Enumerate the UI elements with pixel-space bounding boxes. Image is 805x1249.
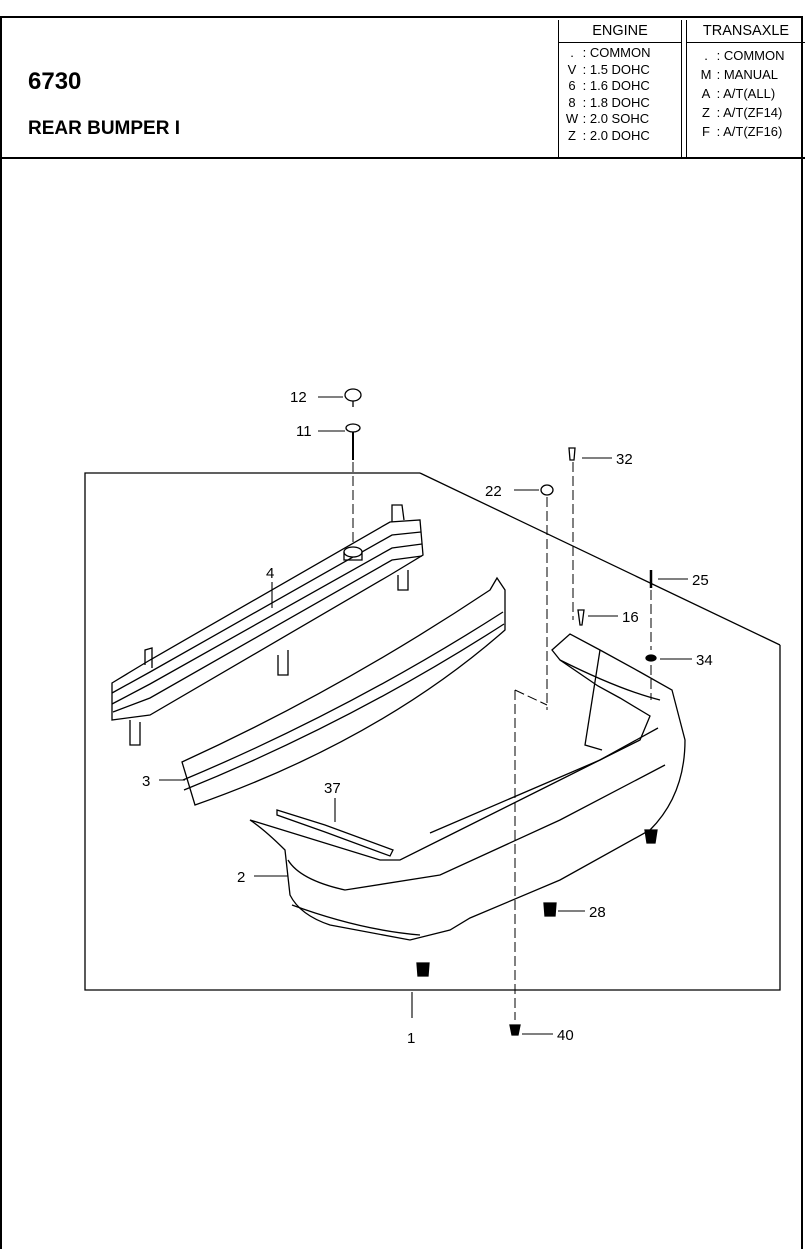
callout-32: 32 xyxy=(616,451,633,468)
callout-1: 1 xyxy=(407,1030,415,1047)
part-number: 6730 xyxy=(28,68,82,95)
energy-absorber-part xyxy=(181,576,506,806)
callout-11: 11 xyxy=(296,423,312,440)
engine-code: Z xyxy=(568,127,576,143)
leader-lines xyxy=(159,396,692,1035)
title-block: 6730 REAR BUMPER I xyxy=(0,16,805,159)
part-title: REAR BUMPER I xyxy=(28,118,181,139)
engine-row: W : 2.0 SOHC xyxy=(559,111,681,128)
transaxle-desc: : A/T(ZF14) xyxy=(716,105,783,120)
callout-12: 12 xyxy=(290,389,307,406)
engine-desc: : 1.6 DOHC xyxy=(582,78,650,94)
engine-row: V : 1.5 DOHC xyxy=(559,62,681,79)
transaxle-legend: TRANSAXLE . : COMMON M : MANUAL A : A/T(… xyxy=(686,20,805,159)
transaxle-heading: TRANSAXLE xyxy=(687,20,805,43)
screw-16 xyxy=(577,609,585,626)
callout-16: 16 xyxy=(622,609,639,626)
engine-row: . : COMMON xyxy=(559,45,681,62)
engine-row: 6 : 1.6 DOHC xyxy=(559,78,681,95)
transaxle-row: F : A/T(ZF16) xyxy=(687,122,805,141)
transaxle-code: F xyxy=(702,124,710,139)
engine-code: 8 xyxy=(568,94,576,110)
clip-22 xyxy=(540,484,554,496)
transaxle-row: M : MANUAL xyxy=(687,65,805,84)
clip-12 xyxy=(344,388,362,407)
transaxle-desc: : COMMON xyxy=(716,48,785,63)
engine-desc: : 2.0 SOHC xyxy=(582,111,650,127)
nut-28a xyxy=(644,829,658,844)
engine-code: 6 xyxy=(568,78,576,94)
trim-strip-part xyxy=(276,809,394,857)
assembly-boundary xyxy=(84,472,781,991)
callout-22: 22 xyxy=(485,483,502,500)
callout-37: 37 xyxy=(324,780,341,797)
transaxle-desc: : A/T(ZF16) xyxy=(716,124,783,139)
transaxle-desc: : MANUAL xyxy=(716,67,779,82)
engine-desc: : 1.5 DOHC xyxy=(582,61,650,77)
callout-28: 28 xyxy=(589,904,606,921)
transaxle-code: M xyxy=(700,67,712,82)
engine-row: 8 : 1.8 DOHC xyxy=(559,95,681,112)
bolt-11 xyxy=(345,423,361,460)
assembly-center-lines xyxy=(352,462,652,1020)
transaxle-desc: : A/T(ALL) xyxy=(716,86,776,101)
bumper-cover-part xyxy=(249,633,686,941)
engine-desc: : 2.0 DOHC xyxy=(582,127,650,143)
callout-3: 3 xyxy=(142,773,150,790)
transaxle-code: A xyxy=(701,86,711,101)
callout-4: 4 xyxy=(266,565,274,582)
screw-32 xyxy=(568,447,576,461)
callout-2: 2 xyxy=(237,869,245,886)
callout-25: 25 xyxy=(692,572,709,589)
transaxle-code: Z xyxy=(702,105,710,120)
callout-40: 40 xyxy=(557,1027,574,1044)
transaxle-code: . xyxy=(704,48,708,63)
engine-legend: ENGINE . : COMMON V : 1.5 DOHC 6 : 1.6 D… xyxy=(558,20,682,159)
nut-28c xyxy=(416,962,430,977)
washer-34 xyxy=(645,654,657,662)
engine-code: . xyxy=(570,45,574,60)
transaxle-row: . : COMMON xyxy=(687,46,805,65)
screw-40 xyxy=(509,1024,521,1036)
engine-heading: ENGINE xyxy=(559,20,681,43)
bumper-beam-part xyxy=(111,504,424,746)
engine-code: W xyxy=(565,111,579,127)
engine-desc: : 1.8 DOHC xyxy=(582,94,650,110)
engine-row: Z : 2.0 DOHC xyxy=(559,128,681,145)
engine-desc: : COMMON xyxy=(582,45,651,60)
transaxle-row: Z : A/T(ZF14) xyxy=(687,103,805,122)
drawing-frame xyxy=(0,16,803,1249)
engine-code: V xyxy=(567,61,577,77)
callout-34: 34 xyxy=(696,652,713,669)
nut-28b xyxy=(543,902,557,917)
transaxle-row: A : A/T(ALL) xyxy=(687,84,805,103)
